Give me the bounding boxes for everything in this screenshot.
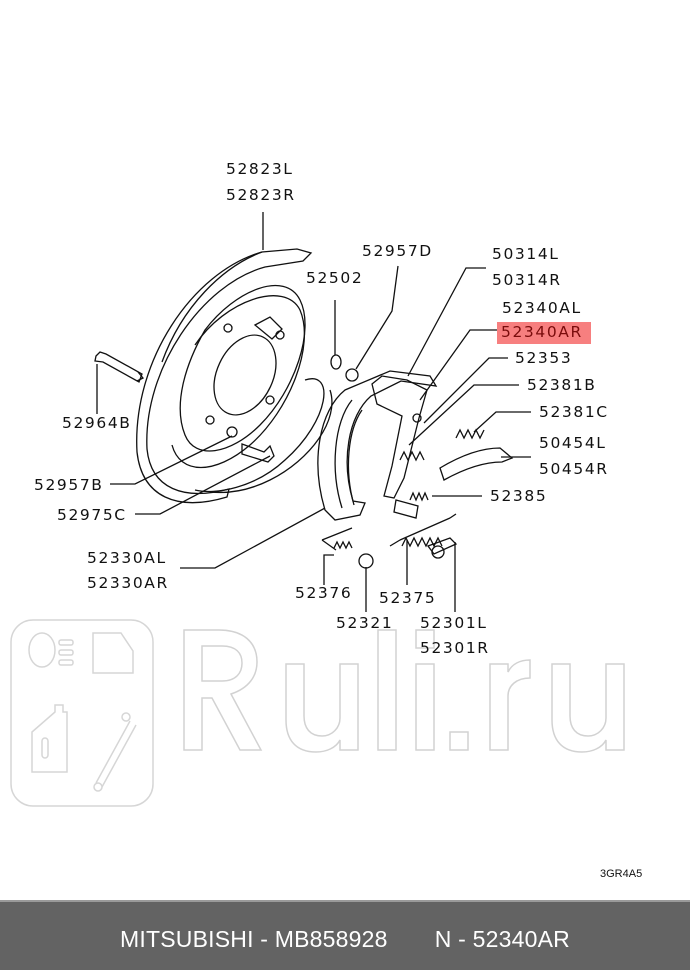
hub-opening: [213, 334, 277, 416]
spring-52376: [333, 540, 353, 550]
footer-brand: MITSUBISHI: [120, 926, 254, 952]
footer-separator: -: [260, 926, 269, 952]
washer-52957D: [345, 368, 359, 382]
leader-52957D: [355, 265, 399, 370]
leader-52381C: [473, 411, 531, 433]
backing-plate: [179, 284, 306, 452]
diagram-reference-code: 3GR4A5: [600, 868, 643, 880]
shock-absorber-icon: [95, 720, 137, 788]
footer-catalog-prefix: N: [434, 926, 452, 952]
leader-52957B: [110, 435, 233, 485]
spring-52353: [399, 450, 425, 462]
lever-52340AR: [371, 375, 428, 499]
footer-part-number: MB858928: [274, 926, 388, 952]
part-label-52375[interactable]: 52375: [379, 589, 437, 607]
part-label-50314R[interactable]: 50314R: [492, 271, 562, 289]
part-label-52340AR-highlighted[interactable]: 52340AR: [497, 322, 591, 344]
leader-52353: [423, 357, 508, 424]
part-label-52330AR[interactable]: 52330AR: [87, 574, 169, 592]
leader-52376: [323, 554, 334, 585]
part-label-52301R[interactable]: 52301R: [420, 639, 490, 657]
footer-separator-2: -: [458, 926, 467, 952]
part-label-52823L[interactable]: 52823L: [226, 160, 294, 178]
part-label-52957B[interactable]: 52957B: [34, 476, 104, 494]
spring-52385: [409, 491, 429, 502]
leader-52340AR: [419, 329, 497, 401]
headlight-icon: [28, 632, 56, 668]
part-label-52975C[interactable]: 52975C: [57, 506, 127, 524]
part-label-50454R[interactable]: 50454R: [539, 460, 609, 478]
bolt-52964B: [94, 351, 143, 383]
part-label-52381B[interactable]: 52381B: [527, 376, 597, 394]
car-door-icon: [92, 632, 134, 674]
part-label-52381C[interactable]: 52381C: [539, 403, 609, 421]
footer-caption: MITSUBISHI - MB858928 N - 52340AR: [0, 926, 690, 953]
leader-50314: [407, 267, 486, 377]
oil-bottle-icon: [31, 704, 68, 773]
part-label-52964B[interactable]: 52964B: [62, 414, 132, 432]
clip-52502: [330, 354, 342, 370]
footer-catalog-number: 52340AR: [472, 926, 570, 952]
part-label-52823R[interactable]: 52823R: [226, 186, 296, 204]
part-label-52957D[interactable]: 52957D: [362, 242, 433, 260]
spring-52375: [389, 513, 457, 547]
part-label-52321[interactable]: 52321: [336, 614, 394, 632]
watermark-ruli: [10, 619, 625, 807]
strut-50454: [439, 447, 514, 481]
leader-52975C: [135, 455, 271, 515]
washer-52321: [358, 553, 374, 569]
leader-52330A: [180, 507, 326, 569]
part-label-50314L[interactable]: 50314L: [492, 245, 560, 263]
part-label-52353[interactable]: 52353: [515, 349, 573, 367]
part-label-52301L[interactable]: 52301L: [420, 614, 488, 632]
part-label-52330AL[interactable]: 52330AL: [87, 549, 167, 567]
parts-diagram: 52823L 52823R 52957D 52502 50314L 50314R…: [10, 160, 643, 880]
part-label-50454L[interactable]: 50454L: [539, 434, 607, 452]
part-label-52502[interactable]: 52502: [306, 269, 364, 287]
spring-52381C: [455, 428, 485, 440]
part-label-52376[interactable]: 52376: [295, 584, 353, 602]
part-label-52385[interactable]: 52385: [490, 487, 548, 505]
brake-assembly-drawing: [94, 212, 531, 612]
footer-bar: MITSUBISHI - MB858928 N - 52340AR: [0, 900, 690, 970]
part-label-52340AL[interactable]: 52340AL: [502, 299, 582, 317]
leader-52381B: [408, 384, 519, 446]
